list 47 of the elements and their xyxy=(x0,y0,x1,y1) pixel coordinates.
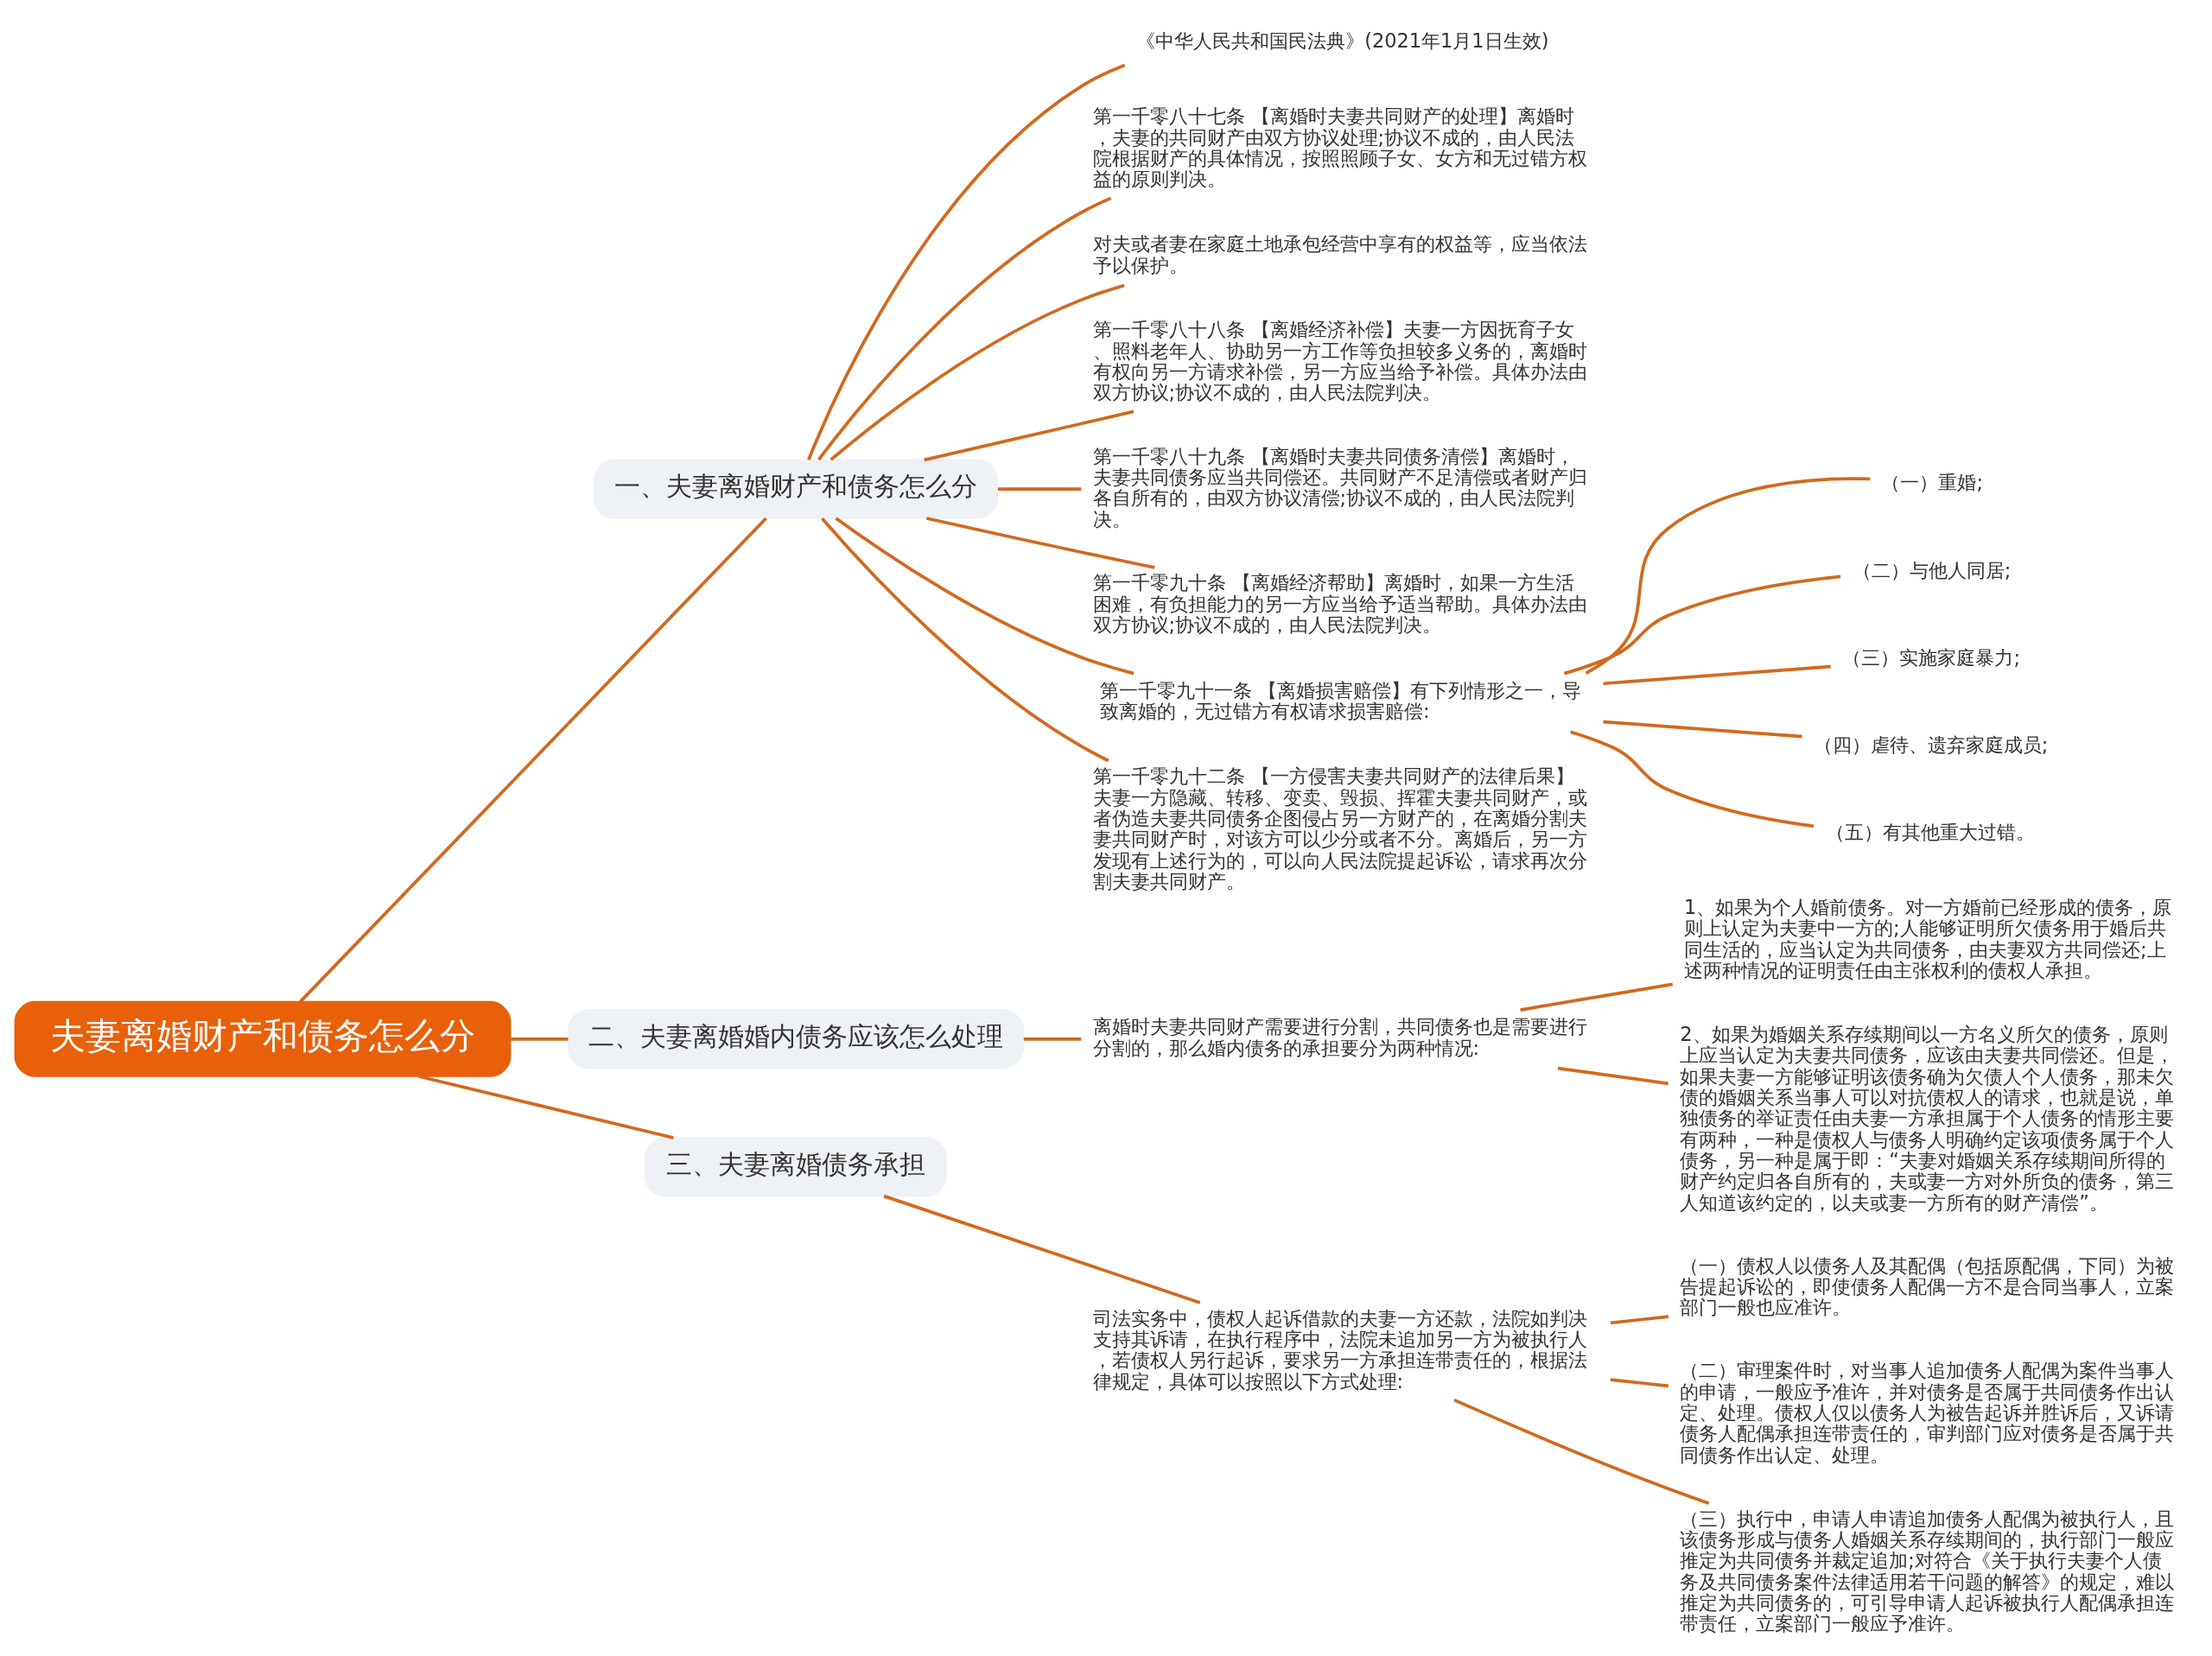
connector xyxy=(806,63,1125,460)
node-text: 1、如果为个人婚前债务。对一方婚前已经形成的债务，原则上认定为夫妻中一方的;人能够证明所欠债务用于婚后共同生活的，应当认定为共同债务，由夫妻双方共同偿还;上述两种情况的证明责任由主张权利的债权人承担。 xyxy=(1683,895,2171,981)
node-text: （二）与他人同居; xyxy=(1852,558,2011,581)
node-text: 司法实务中，债权人起诉借款的夫妻一方还款，法院如判决支持其诉请，在执行程序中，法院未追加另一方为被执行人，若债权人另行起诉，要求另一方承担连带责任的，根据法律规定，具体可以按照以下方式处理: xyxy=(1092,1306,1587,1393)
node-text: 2、如果为婚姻关系存续期间以一方名义所欠的债务，原则上应当认定为夫妻共同债务，应该由夫妻共同偿还。但是，如果夫妻一方能够证明该债务确为欠债人个人债务，那未欠债的婚姻关系当事人可以对抗债权人的请求，也就是说，单独债务的举证责任由夫妻一方承担属于个人债务的情形主要有两种，一种是债权人与债务人明确约定该项债务属于个人债务，另一种是属于即：“夫妻对婚姻关系存续期间所得的财产约定归各自所有的，夫或妻一方对外所负的债务，第三人知道该约定的，以夫或妻一方所有的财产清偿”。 xyxy=(1679,1022,2174,1214)
connector xyxy=(820,517,1109,763)
node-text: （二）审理案件时，对当事人追加债务人配偶为案件当事人的申请，一般应予准许，并对债务是否属于共同债务作出认定、处理。债权人仅以债务人为被告起诉并胜诉后，又诉请债务人配偶承担连带责任的，审判部门应对债务是否属于共同债务作出认定、处理。 xyxy=(1679,1359,2174,1466)
connector xyxy=(1452,1398,1709,1505)
node-text: 第一千零九十条 【离婚经济帮助】离婚时，如果一方生活困难，有负担能力的另一方应当给予适当帮助。具体办法由双方协议;协议不成的，由人民法院判决。 xyxy=(1092,571,1587,637)
node-text: （三）执行中，申请人申请追加债务人配偶为被执行人，且该债务形成与债务人婚姻关系存续期间的，执行部门一般应推定为共同债务并裁定追加;对符合《关于执行夫妻个人债务及共同债务案件法律适用若干问题的解答》的规定，难以推定为共同债务的，可引导申请人起诉被执行人配偶承担连带责任，立案部门一般应予准许。 xyxy=(1679,1507,2174,1635)
connector xyxy=(1610,1315,1669,1325)
connector xyxy=(1602,720,1802,739)
connector xyxy=(1563,574,1840,676)
node-text: （四）虐待、遗弃家庭成员; xyxy=(1813,733,2048,756)
node-text: 第一千零八十七条 【离婚时夫妻共同财产的处理】离婚时，夫妻的共同财产由双方协议处理;协议不成的，由人民法院根据财产的具体情况，按照照顾子女、女方和无过错方权益的原则判决。 xyxy=(1092,105,1587,191)
node-box: 三、夫妻离婚债务承担 xyxy=(644,1137,947,1197)
connector xyxy=(923,409,1134,462)
connector xyxy=(298,517,767,1003)
connector xyxy=(817,196,1111,461)
connector xyxy=(417,1075,674,1139)
node-text: 第一千零八十八条 【离婚经济补偿】夫妻一方因抚育子女、照料老年人、协助另一方工作等负担较多义务的，离婚时有权向另一方请求补偿，另一方应当给予补偿。具体办法由双方协议;协议不成的，由人民法院判决。 xyxy=(1092,318,1587,404)
connector xyxy=(997,487,1081,492)
node-text: 第一千零九十二条 【一方侵害夫妻共同财产的法律后果】夫妻一方隐藏、转移、变卖、毁损、挥霍夫妻共同财产，或者伪造夫妻共同债务企图侵占另一方财产的，在离婚分割夫妻共同财产时，对该方可以少分或者不分。离婚后，另一方发现有上述行为的，可以向人民法院提起诉讼，请求再次分割夫妻共同财产。 xyxy=(1092,765,1587,892)
node-text: （一）债权人以债务人及其配偶（包括原配偶，下同）为被告提起诉讼的，即使债务人配偶一方不是合同当事人，立案部门一般也应准许。 xyxy=(1679,1253,2174,1319)
connector xyxy=(1602,664,1831,686)
node-box: 一、夫妻离婚财产和债务怎么分 xyxy=(593,459,998,519)
connector xyxy=(1569,730,1814,828)
connector xyxy=(830,283,1125,461)
node-text: 对夫或者妻在家庭土地承包经营中享有的权益等，应当依法予以保护。 xyxy=(1092,232,1587,276)
connector xyxy=(834,517,1134,676)
node-text: 《中华人民共和国民法典》(2021年1月1日生效) xyxy=(1135,29,1548,53)
connector xyxy=(1585,477,1870,675)
node-text: （一）重婚; xyxy=(1880,471,1983,494)
node-text: 离婚时夫妻共同财产需要进行分割，共同债务也是需要进行分割的，那么婚内债务的承担要分为两种情况: xyxy=(1092,1015,1587,1059)
connector xyxy=(1519,982,1673,1012)
connector xyxy=(1610,1378,1669,1388)
connector xyxy=(1023,1037,1081,1041)
connector xyxy=(883,1194,1200,1304)
node-box: 夫妻离婚财产和债务怎么分 xyxy=(14,1000,511,1077)
node-box: 二、夫妻离婚婚内债务应该怎么处理 xyxy=(567,1009,1024,1069)
node-text: 第一千零九十一条 【离婚损害赔偿】有下列情形之一，导致离婚的，无过错方有权请求损害赔偿: xyxy=(1099,679,1581,723)
node-text: （三）实施家庭暴力; xyxy=(1841,645,2020,669)
node-text: （五）有其他重大过错。 xyxy=(1825,820,2035,843)
connector xyxy=(925,517,1155,569)
connector xyxy=(510,1037,569,1041)
node-text: 第一千零八十九条 【离婚时夫妻共同债务清偿】离婚时，夫妻共同债务应当共同偿还。共同财产不足清偿或者财产归各自所有的，由双方协议清偿;协议不成的，由人民法院判决。 xyxy=(1092,444,1587,530)
connector xyxy=(1557,1066,1669,1086)
